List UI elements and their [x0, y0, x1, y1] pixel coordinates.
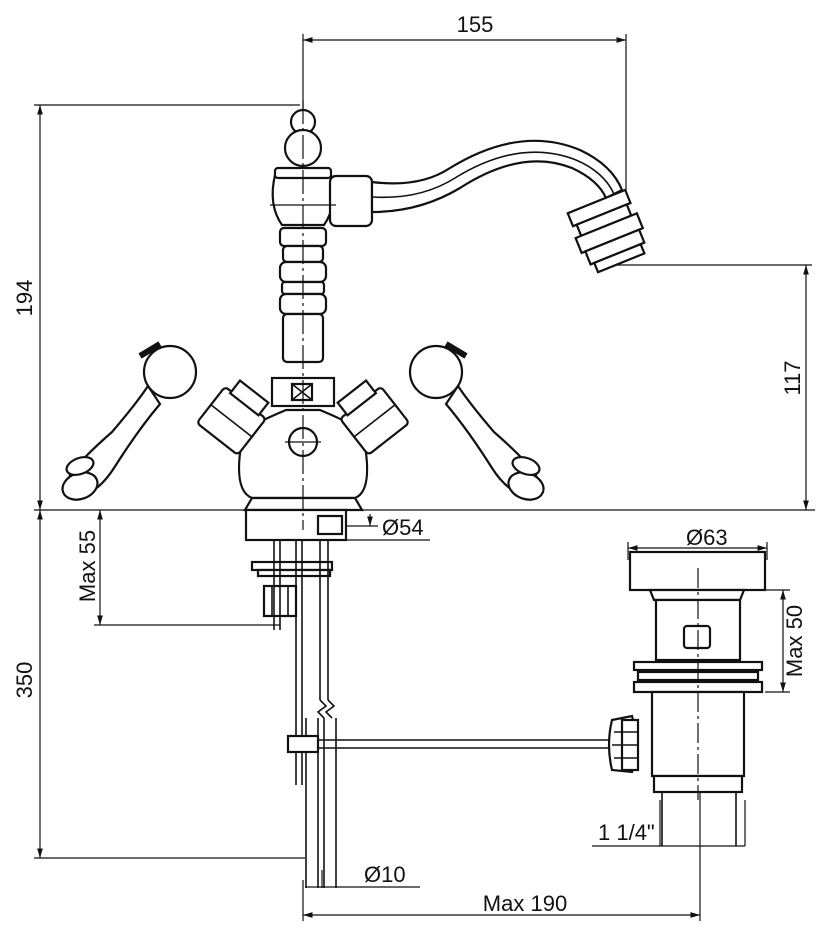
center-lines [270, 100, 336, 530]
dim-155-label: 155 [457, 12, 494, 37]
dim-350-label: 350 [12, 662, 37, 699]
dim-194-label: 194 [12, 280, 37, 317]
dimension-lines [34, 34, 815, 921]
dim-rod-diameter-label: Ø10 [364, 862, 406, 887]
right-handle [336, 341, 545, 501]
dim-waste-max-label: Max 50 [782, 605, 807, 677]
pop-up-waste [607, 550, 767, 846]
left-handle [61, 341, 270, 501]
spout [328, 139, 646, 274]
dim-117-label: 117 [780, 360, 805, 395]
under-deck-fixings [244, 508, 612, 888]
dim-base-diameter-label: Ø54 [382, 515, 424, 540]
dim-thread-label: 1 1/4" [598, 820, 655, 845]
dim-max55-label: Max 55 [75, 530, 100, 602]
dim-waste-diameter-label: Ø63 [686, 525, 728, 550]
dim-max190-label: Max 190 [483, 891, 567, 916]
